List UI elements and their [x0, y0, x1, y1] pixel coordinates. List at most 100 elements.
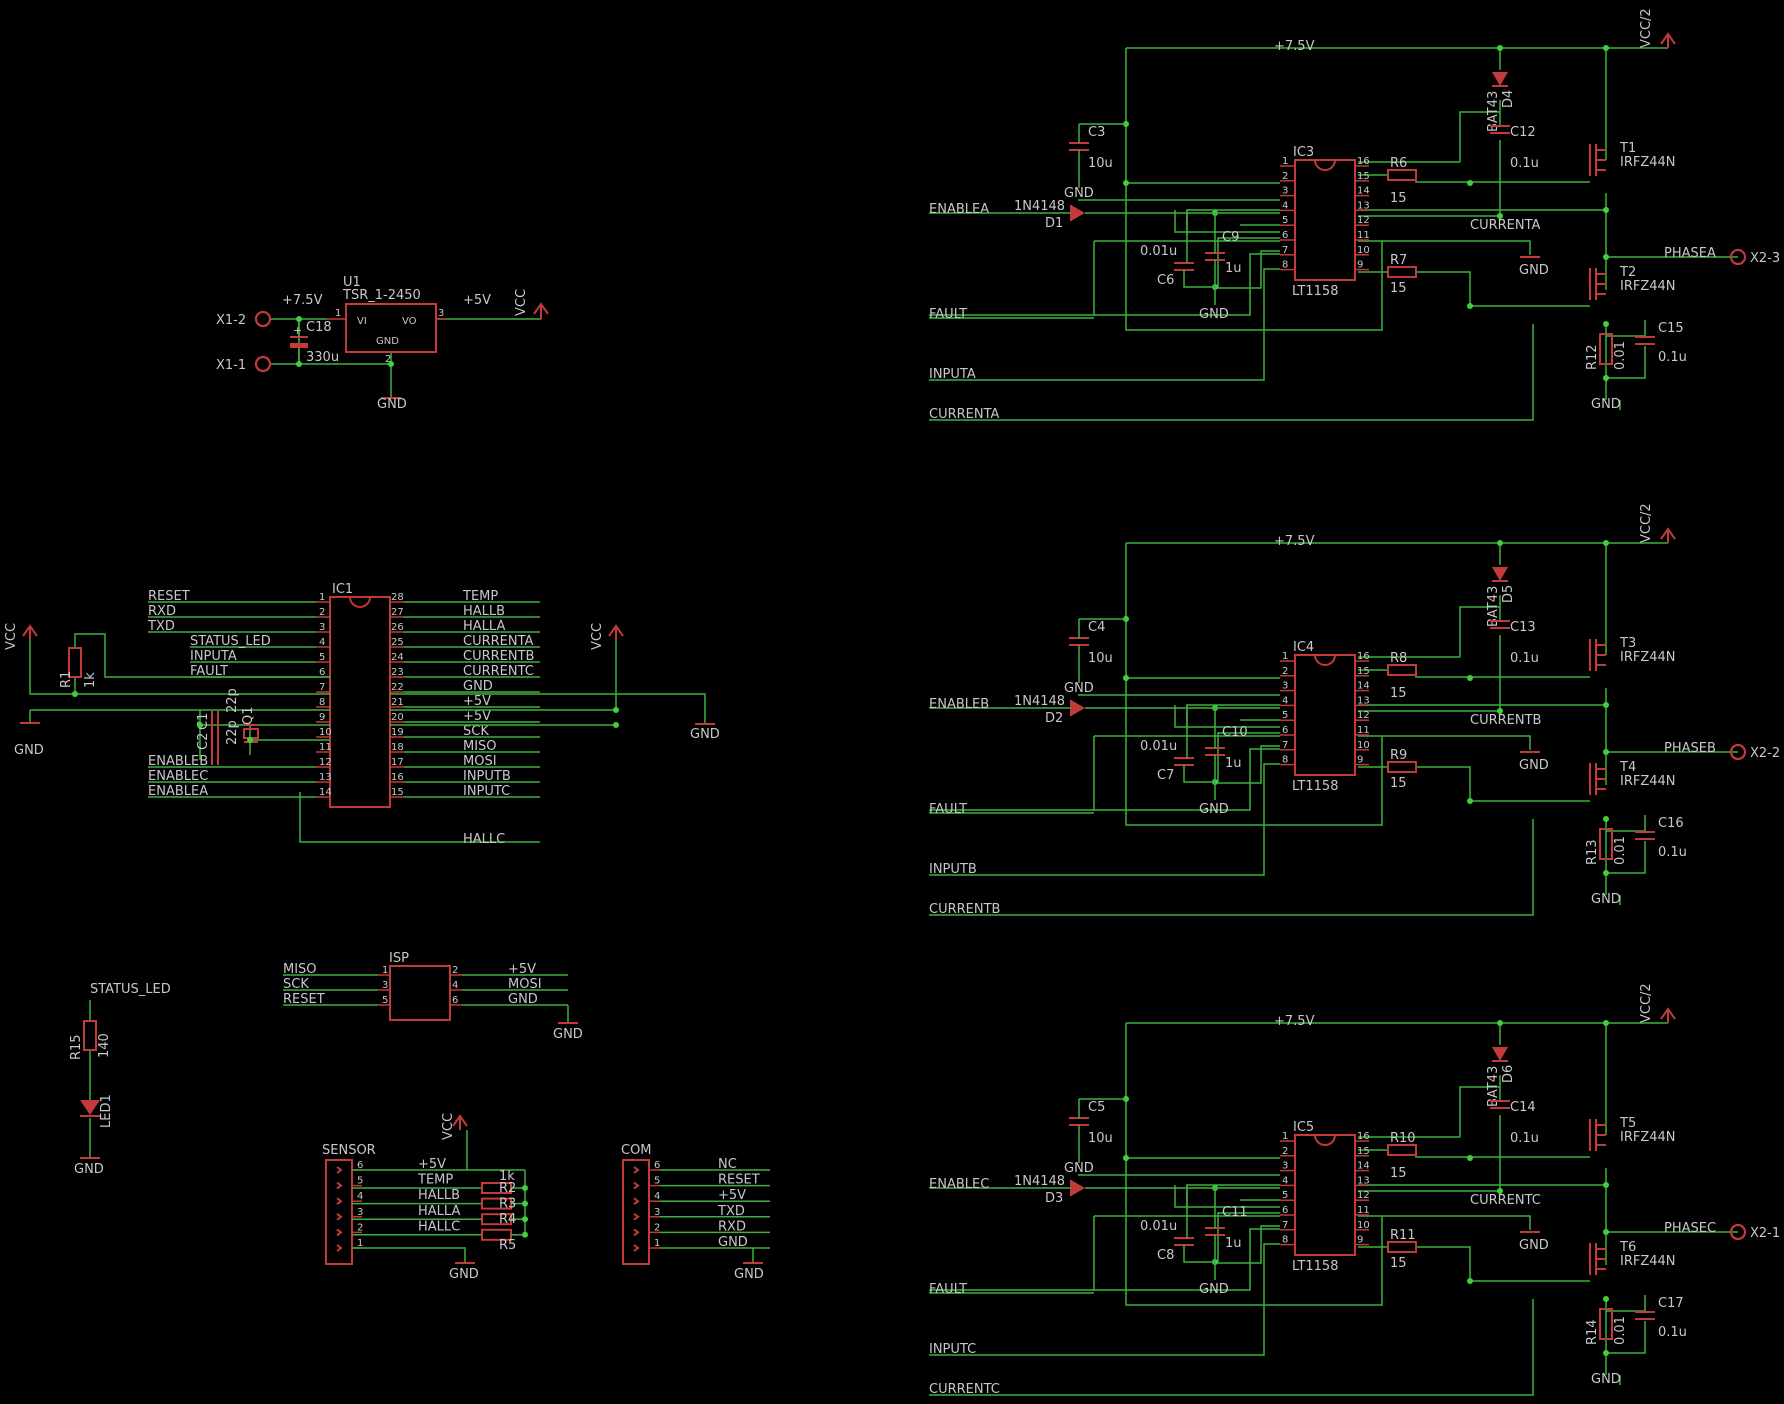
phase-connector-pad — [1729, 1223, 1747, 1241]
ic1-net-inputa: INPUTA — [190, 649, 237, 664]
lt1158-pin-2: 2 — [1282, 666, 1288, 677]
lt1158-pin-2: 2 — [1282, 171, 1288, 182]
sensor-res-value: 1k — [499, 1169, 515, 1184]
lt1158-pin-3: 3 — [1282, 186, 1288, 197]
ic1-net-sck: SCK — [463, 724, 489, 739]
d-en-value: 1N4148 — [1014, 694, 1065, 709]
t_bot-name: T6 — [1619, 1240, 1636, 1255]
ic1-net-inputc: INPUTC — [463, 784, 510, 799]
d-boot-value: BAT43 — [1486, 91, 1501, 132]
c-in-gnd-label: GND — [1064, 1161, 1094, 1176]
ic1-pin-25: 25 — [391, 637, 404, 648]
phase-vcc-label: VCC/2 — [1639, 503, 1654, 543]
enable-net-label: ENABLEA — [929, 202, 989, 217]
isp-net-gnd: GND — [508, 992, 538, 1007]
vcc-right-label: VCC — [590, 623, 605, 650]
c-boot-value: 0.1u — [1510, 1131, 1539, 1146]
isp-net-sck: SCK — [283, 977, 309, 992]
isp-pin-2: 2 — [452, 965, 458, 976]
c-b-name: C9 — [1222, 230, 1239, 245]
isp-pin-3: 3 — [382, 980, 388, 991]
c-a-name: C6 — [1157, 273, 1174, 288]
t_bot-mosfet-icon — [1589, 763, 1606, 795]
ic1-pin-5: 5 — [319, 652, 325, 663]
c-in-gnd-label: GND — [1064, 681, 1094, 696]
c-b-value: 1u — [1225, 1236, 1242, 1251]
ic1-section: IC1 1RESET2RXD3TXD4STATUS_LED5INPUTA6FAU… — [4, 582, 720, 847]
lt1158-name: IC4 — [1293, 640, 1314, 655]
t_top-mosfet-icon — [1589, 144, 1606, 176]
c-in-gnd-label: GND — [1064, 186, 1094, 201]
isp-pin-5: 5 — [382, 995, 388, 1006]
ic1-pin-11: 11 — [319, 742, 332, 753]
ic1-pin-20: 20 — [391, 712, 404, 723]
regulator-section: X1-2 X1-1 + C18 330u U1 TSR_1-2450 VI VO… — [216, 275, 549, 412]
com-pin-1: 1 — [654, 1238, 660, 1249]
t_top-value: IRFZ44N — [1620, 1130, 1676, 1145]
phase-vcc-label: VCC/2 — [1639, 983, 1654, 1023]
lt1158-pin-1: 1 — [1282, 156, 1288, 167]
r-bot-name: R7 — [1390, 253, 1407, 268]
input-net-label: INPUTC — [929, 1342, 976, 1357]
lt1158-pin-5: 5 — [1282, 1190, 1288, 1201]
isp-net-miso: MISO — [283, 962, 317, 977]
ic1-net-miso: MISO — [463, 739, 497, 754]
com-name: COM — [621, 1143, 652, 1158]
t_bot-value: IRFZ44N — [1620, 774, 1676, 789]
c2-name: C2 — [196, 733, 211, 750]
com-net-5v: +5V — [718, 1188, 746, 1203]
lt1158-pin-7: 7 — [1282, 1220, 1288, 1231]
t_bot-name: T2 — [1619, 265, 1636, 280]
lt1158-pin-14: 14 — [1357, 681, 1370, 692]
lt1158-pin-6: 6 — [1282, 1205, 1288, 1216]
c-a-value: 0.01u — [1140, 739, 1177, 754]
ic-gnd-label: GND — [1199, 802, 1229, 817]
ic1-net-gnd: GND — [463, 679, 493, 694]
sensor-pin-5: 5 — [357, 1176, 363, 1187]
r-bot-resistor — [1387, 761, 1417, 773]
ic1-net-currenta: CURRENTA — [463, 634, 534, 649]
r-sense-value: 0.01 — [1613, 1316, 1628, 1345]
ic1-pin-13: 13 — [319, 772, 332, 783]
lt1158-body — [1294, 654, 1356, 776]
com-body — [622, 1159, 650, 1265]
sensor-net-hallb: HALLB — [418, 1188, 460, 1203]
r-top-resistor — [1387, 169, 1417, 181]
lt1158-pin-5: 5 — [1282, 710, 1288, 721]
ic1-pin-19: 19 — [391, 727, 404, 738]
ic1-pin-24: 24 — [391, 652, 404, 663]
status-led-section: STATUS_LED R15 140 LED1 GND — [69, 982, 171, 1177]
led-gnd-label: GND — [74, 1162, 104, 1177]
sensor-net-hallc: HALLC — [418, 1219, 460, 1234]
u1-vcc-label: VCC — [514, 289, 529, 316]
com-pin-4: 4 — [654, 1191, 660, 1202]
d-boot-name: D6 — [1501, 1065, 1516, 1083]
lt1158-value: LT1158 — [1292, 284, 1338, 299]
sensor-net-halla: HALLA — [418, 1204, 460, 1219]
lt1158-pin-7: 7 — [1282, 740, 1288, 751]
lt1158-body — [1294, 1134, 1356, 1256]
isp-net-mosi: MOSI — [508, 977, 542, 992]
c-boot-name: C14 — [1510, 1100, 1536, 1115]
r-top-value: 15 — [1390, 1166, 1407, 1181]
vcc-half-arrow-icon — [1660, 1007, 1676, 1023]
r-top-value: 15 — [1390, 686, 1407, 701]
vcc-right-arrow-icon — [608, 624, 624, 640]
ic1-pin-12: 12 — [319, 757, 332, 768]
t_top-name: T1 — [1619, 141, 1636, 156]
r-gnd-label: GND — [1519, 758, 1549, 773]
u1-vi: VI — [357, 316, 367, 327]
c-boot-value: 0.1u — [1510, 156, 1539, 171]
ic1-pin-14: 14 — [319, 787, 332, 798]
current-net-label: CURRENTA — [1470, 218, 1541, 233]
sensor-pin-1: 1 — [357, 1238, 363, 1249]
c-b-value: 1u — [1225, 261, 1242, 276]
r-bot-name: R9 — [1390, 748, 1407, 763]
x1-1-label: X1-1 — [216, 358, 246, 373]
r-sense-value: 0.01 — [1613, 836, 1628, 865]
phase-rail-label: +7.5V — [1274, 534, 1315, 549]
lt1158-pin-16: 16 — [1357, 651, 1370, 662]
